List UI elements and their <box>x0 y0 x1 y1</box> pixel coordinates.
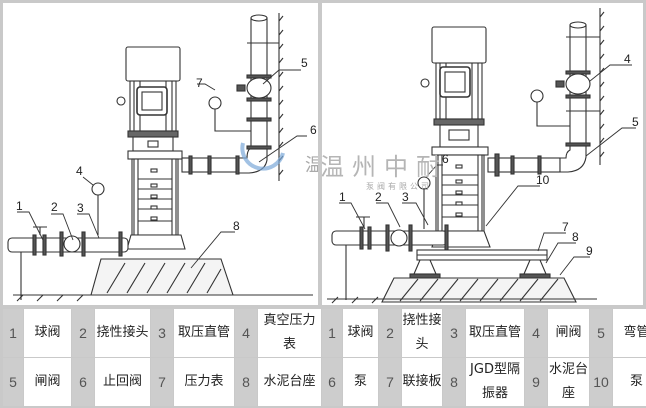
legend-num: 10 <box>590 358 612 406</box>
gauge-6 <box>417 176 431 229</box>
legend-label: 泵 <box>613 358 646 406</box>
watermark-text-left: 温 <box>305 155 318 176</box>
callout-10: 10 <box>536 173 550 187</box>
legend-table-left: 1 球阀 2 挠性接头 3 取压直管 4 真空压力表 5 闸阀 6 止回阀 7 … <box>3 309 321 406</box>
legend-num: 1 <box>3 309 23 357</box>
callout-1: 1 <box>339 190 346 204</box>
callout-4: 4 <box>624 52 631 66</box>
legend-num: 1 <box>322 309 342 357</box>
riser-pipe <box>236 14 279 174</box>
callout-5: 5 <box>301 56 308 70</box>
riser-pipe <box>555 21 600 173</box>
legend-label: 真空压力表 <box>258 309 321 357</box>
legend-num: 6 <box>322 358 342 406</box>
pressure-gauge-7 <box>208 96 251 132</box>
callout-8: 8 <box>233 219 240 233</box>
legend-label: 闸阀 <box>548 309 589 357</box>
legend-num: 6 <box>72 358 94 406</box>
callout-leaders <box>339 64 636 276</box>
callout-numbers: 1 2 3 4 5 6 7 8 <box>16 56 317 233</box>
watermark: 温州中耐 泵阀有限公司 <box>320 153 448 191</box>
suction-pipe <box>331 216 449 300</box>
wall-hatch <box>599 11 605 158</box>
legend-label: 球阀 <box>343 309 378 357</box>
legend-label: 取压直管 <box>466 309 524 357</box>
connecting-plate <box>416 249 548 261</box>
callout-9: 9 <box>586 244 593 258</box>
legend-label: 球阀 <box>24 309 71 357</box>
pump-installation-drawing-left: 温 1 2 3 4 5 6 7 8 <box>7 13 323 302</box>
legend-num: 5 <box>590 309 612 357</box>
diagram-left: 温 1 2 3 4 5 6 7 8 <box>3 3 323 305</box>
watermark-company: 温州中耐 <box>322 153 448 181</box>
callout-2: 2 <box>375 190 382 204</box>
legend-num: 2 <box>72 309 94 357</box>
pump-body <box>126 150 186 250</box>
legend-label: 取压直管 <box>174 309 234 357</box>
callout-2: 2 <box>51 200 58 214</box>
callout-1: 1 <box>16 199 23 213</box>
legend-num: 9 <box>525 358 547 406</box>
legend-label: 闸阀 <box>24 358 71 406</box>
vacuum-gauge-4 <box>91 182 105 235</box>
discharge-pipe <box>181 155 243 175</box>
legend-label: 压力表 <box>174 358 234 406</box>
callout-5: 5 <box>632 115 639 129</box>
motor <box>420 26 487 148</box>
legend-num: 8 <box>235 358 257 406</box>
legend-num: 5 <box>3 358 23 406</box>
legend-num: 7 <box>151 358 173 406</box>
legend-label: 水泥台座 <box>258 358 321 406</box>
callout-leaders <box>17 69 307 269</box>
callout-3: 3 <box>77 201 84 215</box>
callout-numbers: 1 2 3 4 5 6 7 8 9 10 <box>339 52 639 258</box>
callout-3: 3 <box>402 190 409 204</box>
watermark-logo-icon <box>240 142 285 171</box>
legend-num: 3 <box>443 309 465 357</box>
discharge-pipe <box>487 153 561 177</box>
callout-7: 7 <box>196 76 203 90</box>
diagram-right: 温州中耐 泵阀有限公司 1 2 3 4 5 6 7 8 9 10 <box>320 3 643 305</box>
concrete-base <box>327 277 597 304</box>
legend-num: 4 <box>235 309 257 357</box>
callout-8: 8 <box>572 230 579 244</box>
legend-label: 挠性接头 <box>95 309 150 357</box>
callout-7: 7 <box>562 220 569 234</box>
callout-6: 6 <box>442 152 449 166</box>
legend-label: 泵 <box>343 358 378 406</box>
legend-label: JGD型隔振器 <box>466 358 524 406</box>
wall-hatch <box>278 15 284 176</box>
legend-label: 挠性接头 <box>402 309 442 357</box>
suction-pipe <box>7 226 129 300</box>
legend-label: 联接板 <box>402 358 442 406</box>
callout-6: 6 <box>310 123 317 137</box>
watermark-subtitle: 泵阀有限公司 <box>366 181 432 191</box>
legend-label: 止回阀 <box>95 358 150 406</box>
motor <box>116 46 181 152</box>
pressure-gauge <box>530 89 570 127</box>
legend-label: 水泥台座 <box>548 358 589 406</box>
callout-4: 4 <box>76 164 83 178</box>
legend-label: 弯管 <box>613 309 646 357</box>
legend-num: 2 <box>379 309 401 357</box>
pump-installation-drawing-right: 温州中耐 泵阀有限公司 1 2 3 4 5 6 7 8 9 10 <box>320 8 639 304</box>
legend-num: 4 <box>525 309 547 357</box>
legend-num: 8 <box>443 358 465 406</box>
vibration-isolators <box>409 259 551 279</box>
legend-num: 3 <box>151 309 173 357</box>
legend-table-right: 1 球阀 2 挠性接头 3 取压直管 4 闸阀 5 弯管 6 泵 7 联接板 8… <box>322 309 646 406</box>
concrete-base <box>13 258 313 302</box>
legend-num: 7 <box>379 358 401 406</box>
